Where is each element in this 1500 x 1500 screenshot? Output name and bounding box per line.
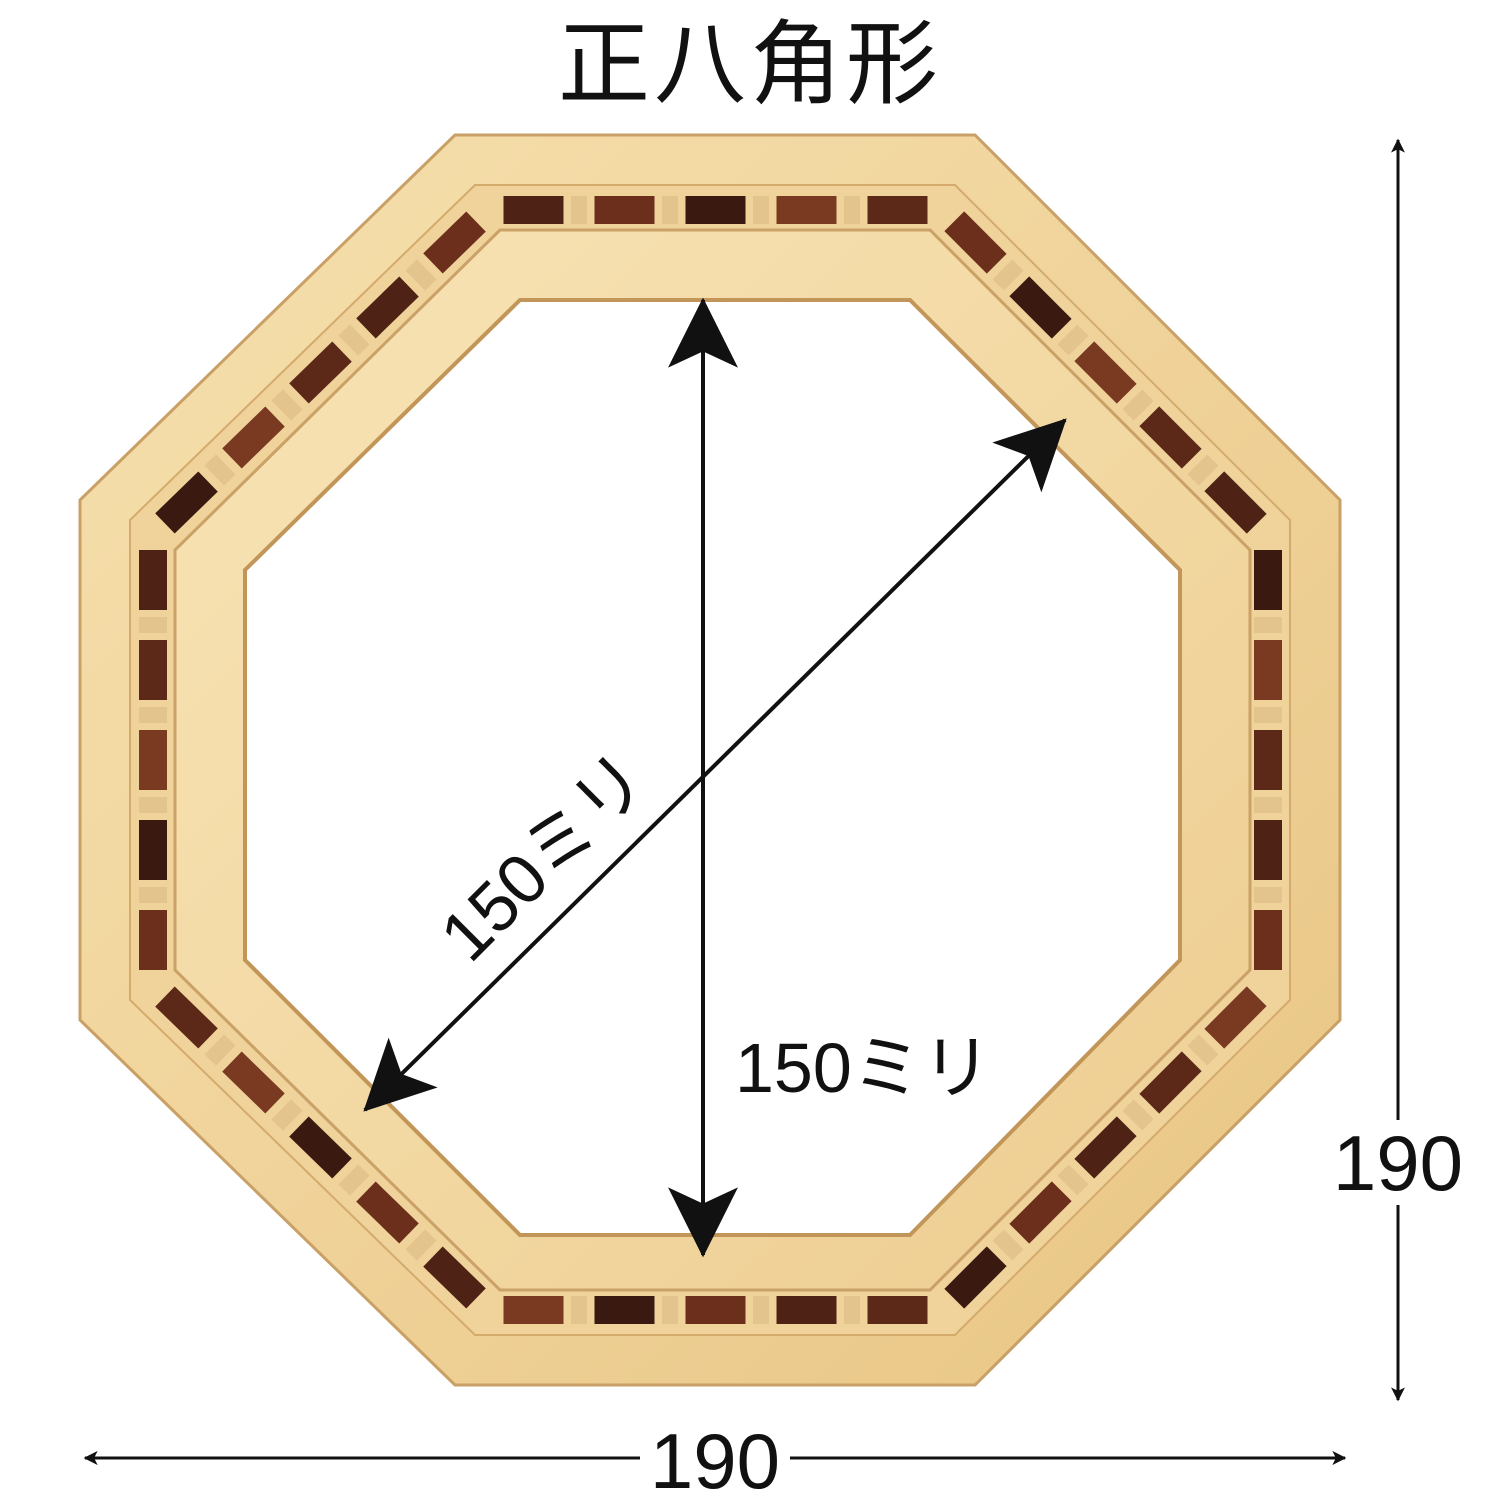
inlay-block [1204,986,1267,1049]
inlay-spacer [753,1296,769,1324]
inlay-block [867,196,928,224]
inlay-spacer [271,389,303,421]
inlay-block [594,1296,655,1324]
inlay-block [1074,1116,1137,1179]
inlay-block [867,1296,928,1324]
inlay-block [423,1246,486,1309]
inlay-spacer [1254,797,1282,813]
inlay-block [289,1116,352,1179]
inlay-block [503,196,564,224]
inlay-block [139,910,167,970]
inlay-spacer [844,196,860,224]
inlay-block [155,986,218,1049]
inlay-block [423,211,486,274]
inlay-spacer [753,196,769,224]
inlay-spacer [139,707,167,723]
inlay-spacer [405,1229,437,1261]
inlay-spacer [571,1296,587,1324]
inlay-spacer [139,797,167,813]
inlay-spacer [992,259,1024,291]
inlay-spacer [992,1229,1024,1261]
inlay-spacer [1122,389,1154,421]
inlay-block [1074,341,1137,404]
inlay-spacer [204,454,236,486]
inlay-spacer [662,1296,678,1324]
inner-diagonal-dimension-line [363,418,1067,1112]
inlay-block [139,640,167,700]
inlay-spacer [405,259,437,291]
inlay-block [1009,1181,1072,1244]
inlay-spacer [1057,1164,1089,1196]
inlay-block [222,406,285,469]
inlay-block [944,211,1007,274]
inlay-block [1254,730,1282,790]
inlay-block [356,276,419,339]
inlay-block [594,196,655,224]
inlay-spacer [139,887,167,903]
inlay-spacer [1187,1034,1219,1066]
inlay-block [1009,276,1072,339]
inlay-block [503,1296,564,1324]
inlay-block [685,196,746,224]
inlay-block [139,820,167,880]
inlay-block [1139,1051,1202,1114]
inlay-block [776,1296,837,1324]
inlay-spacer [204,1034,236,1066]
outer-height-label: 190 [1333,1119,1463,1207]
inlay-block [685,1296,746,1324]
inlay-spacer [1254,707,1282,723]
inlay-block [1254,910,1282,970]
inlay-block [1254,820,1282,880]
inlay-spacer [1254,617,1282,633]
inlay-spacer [271,1099,303,1131]
inlay-block [1139,406,1202,469]
inlay-spacer [844,1296,860,1324]
inlay-spacer [1057,324,1089,356]
inlay-block [776,196,837,224]
inlay-block [289,341,352,404]
inlay-block [1204,471,1267,534]
inlay-block [1254,640,1282,700]
page-title: 正八角形 [557,11,942,118]
inlay-block [139,730,167,790]
inlay-block [155,471,218,534]
inner-vertical-label: 150ミリ [735,1029,992,1107]
inlay-spacer [571,196,587,224]
inlay-blocks [139,196,1282,1324]
inlay-spacer [1254,887,1282,903]
inlay-block [356,1181,419,1244]
inlay-block [1254,550,1282,610]
inlay-spacer [662,196,678,224]
inlay-block [222,1051,285,1114]
inlay-spacer [338,1164,370,1196]
inlay-block [944,1246,1007,1309]
outer-width-label: 190 [650,1417,780,1500]
inlay-spacer [1187,454,1219,486]
inlay-spacer [139,617,167,633]
inlay-block [139,550,167,610]
inlay-spacer [338,324,370,356]
inlay-spacer [1122,1099,1154,1131]
